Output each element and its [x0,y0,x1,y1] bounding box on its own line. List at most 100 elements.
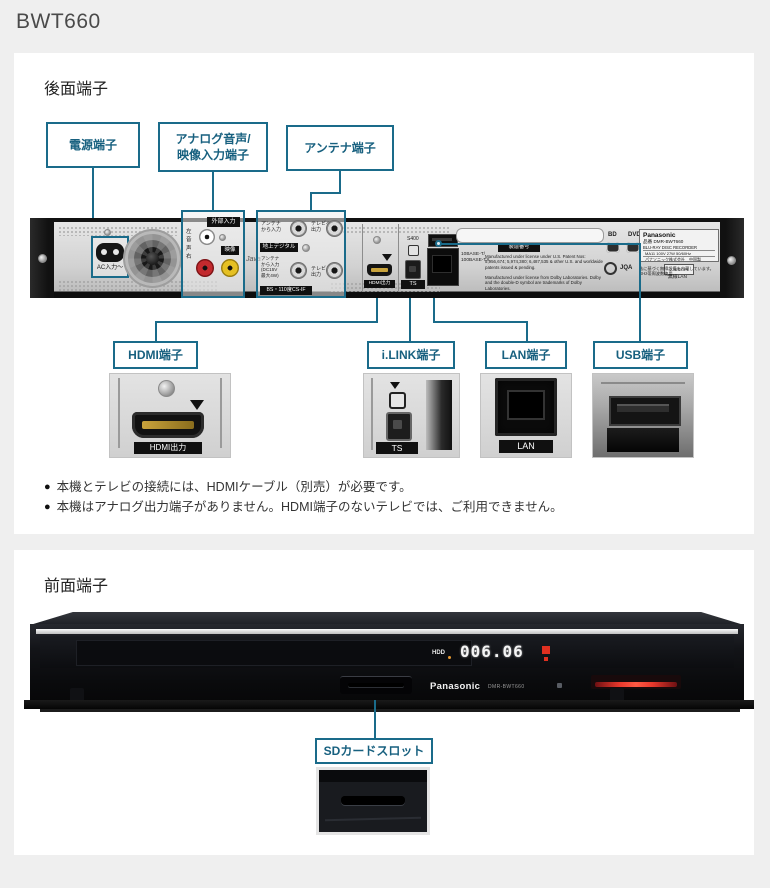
rating-company: パナソニック株式会社 中国製 [643,256,715,261]
screw-icon [727,256,736,265]
serial-window [456,228,604,243]
panel-divider [601,382,685,384]
screw-icon [104,229,111,236]
callout-line [155,321,378,323]
bd-logo: BD [608,232,617,238]
rear-terminals-card: 後面端子 電源端子 アナログ音声/映像入力端子 アンテナ端子 AC入力〜 [14,53,754,534]
page-title: BWT660 [16,10,101,33]
rca-jack-yellow-icon [221,259,239,277]
unit-silver-strip [36,629,738,634]
disc-tray [76,640,472,666]
panel-divider [220,378,222,448]
ant-in-bs-label: アンテナ から入力 (DC15V 最大4W) [261,256,280,278]
ext-input-label: 外部入力 [207,217,240,227]
callout-antenna-label: アンテナ端子 [304,140,376,155]
bd-emblem-icon [606,242,620,253]
rating-brand: Panasonic [643,232,676,239]
front-terminals-card: 前面端子 HDD 006.06 Panasonic DMR-BWT660 SDカ… [14,550,754,855]
rating-label: Panasonic 品番 DMR-BWT660 BLU-RAY DISC REC… [639,229,719,262]
arrow-down-icon [390,382,400,389]
hdd-led-icon [448,656,451,659]
wlan-note: 法に基づく無線設備を内蔵しています。 GHz帯周波数使用 [639,266,714,277]
vent-dots [330,226,450,234]
dolby-text: Manufactured under license from Dolby La… [485,275,601,291]
lan-speed-label: 10BASE-T/ 100BASE-TX [461,252,490,263]
panel-divider [362,224,363,292]
wlan-cert-box: 2.4DS/OF4 [664,264,694,275]
front-foot [70,688,84,702]
hdmi-port-contacts [142,421,194,429]
screw-icon [38,254,47,263]
rating-power: MA11 100V 27W 50/60Hz [643,250,715,256]
hdmi-detail-photo: HDMI出力 [110,374,230,457]
ilink-port-icon [386,412,412,441]
sd-detail-photo [319,770,427,832]
callout-ilink: i.LINK端子 [367,341,455,369]
video-label: 映像 [221,246,239,255]
callout-line [526,321,528,341]
screw-icon [158,380,175,397]
callout-line [441,243,641,245]
rear-panel-photo: AC入力〜 外部入力 左 音 声 右 映像 Java アンテナ から入力 テレビ… [30,210,744,298]
ac-inlet-icon [96,243,124,262]
tv-out-bs-label: テレビへ 出力 [311,266,332,278]
callout-usb: USB端子 [593,341,688,369]
note-hdmi-cable: ● 本機とテレビの接続には、HDMIケーブル（別売）が必要です。 [44,478,734,497]
ilink-port-inner [393,420,402,429]
f-connector-icon [326,262,343,279]
callout-hdmi: HDMI端子 [113,341,198,369]
ant-in-label: アンテナ から入力 [261,221,282,233]
front-foot [610,688,624,702]
fan-hub [146,252,159,265]
callout-ilink-label: i.LINK端子 [381,347,441,362]
callout-antenna: アンテナ端子 [286,125,394,171]
ts-label: TS [401,280,425,289]
sd-photo-seam [324,816,422,822]
note-no-analog: ● 本機はアナログ出力端子がありません。HDMI端子のないテレビでは、ご利用でき… [44,498,734,517]
callout-analog-input: アナログ音声/映像入力端子 [158,122,268,172]
ilink-icon [408,245,419,256]
lan-detail-photo: LAN [481,374,571,457]
ilink-icon [389,392,406,409]
bullet-icon: ● [44,481,51,493]
callout-line [639,243,641,341]
usb-detail-photo [593,374,693,457]
callout-analog-label: アナログ音声/映像入力端子 [175,131,251,162]
f-connector-icon [326,220,343,237]
jqa-mark-icon [604,262,617,275]
audio-lr-label: 左 音 声 右 [186,229,192,260]
callout-usb-label: USB端子 [615,347,666,362]
front-model-text: DMR-BWT660 [488,684,525,690]
callout-sd-slot: SDカードスロット [315,738,433,764]
hdmi-port-contacts [371,268,388,272]
callout-hdmi-label: HDMI端子 [128,347,183,362]
vent-dots [58,226,178,236]
front-panel-photo: HDD 006.06 Panasonic DMR-BWT660 [30,612,744,712]
serial-label: 製造番号 [498,244,540,252]
front-section-heading: 前面端子 [44,578,109,595]
screw-icon [373,236,381,244]
callout-lan: LAN端子 [485,341,567,369]
callout-line [409,298,411,341]
callout-line [339,171,341,194]
sd-card-slot [341,796,405,805]
dvd-logo: DVD [628,232,641,238]
callout-power: 電源端子 [46,122,140,168]
java-logo: Java [246,256,261,263]
sd-photo-top [319,770,427,782]
callout-line [376,298,378,323]
usb-port-inner [432,238,452,241]
s400-label: S400 [407,236,419,242]
arrow-down-icon [382,254,392,261]
unit-base-shadow [40,709,740,712]
bullet-icon: ● [44,501,51,513]
adjacent-port [426,380,452,450]
hdmi-out-caption: HDMI出力 [134,442,202,454]
callout-line [92,168,94,240]
timer-rec-icon [542,646,550,654]
callout-line [310,192,312,212]
rca-jack-red-icon [196,259,214,277]
usb-lower-bay [607,428,679,452]
callout-line [310,192,341,194]
panel-divider [118,378,120,448]
